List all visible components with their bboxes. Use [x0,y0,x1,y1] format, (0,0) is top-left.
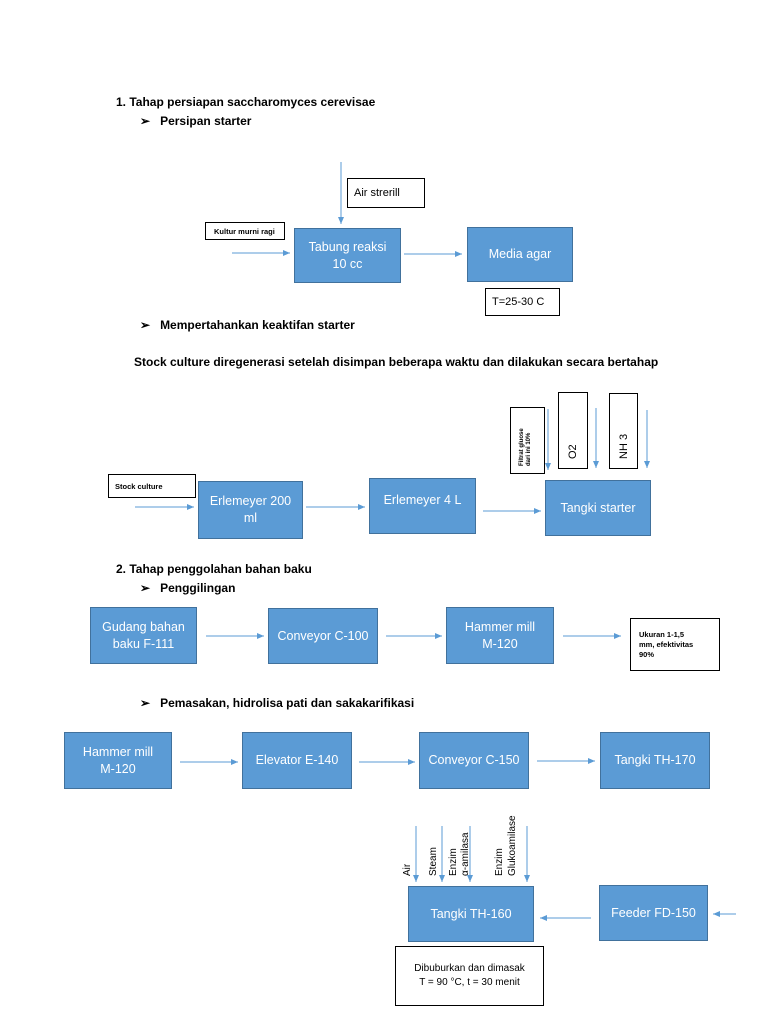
nh3-box: NH 3 [609,393,638,469]
air-steril-box: Air strerill [347,178,425,208]
bullet-mempertahankan: ➢ Mempertahankan keaktifan starter [140,318,355,332]
caption-box: Dibuburkan dan dimasak T = 90 °C, t = 30… [395,946,544,1006]
tangki-th160-box: Tangki TH-160 [408,886,534,942]
sub-mempertahankan: Mempertahankan keaktifan starter [160,318,355,332]
bullet-pemasakan: ➢ Pemasakan, hidrolisa pati dan sakakari… [140,696,415,710]
feeder-box: Feeder FD-150 [599,885,708,941]
conveyor-c150-box: Conveyor C-150 [419,732,529,789]
conveyor-c100-box: Conveyor C-100 [268,608,378,664]
hammer-mill-box-1: Hammer mill M-120 [446,607,554,664]
sub-pemasakan: Pemasakan, hidrolisa pati dan sakakarifi… [160,696,415,710]
o2-box: O2 [558,392,588,469]
stock-note: Stock culture diregenerasi setelah disim… [134,355,659,369]
tabung-reaksi-box: Tabung reaksi 10 cc [294,228,401,283]
erlenmeyer-200-box: Erlemeyer 200 ml [198,481,303,539]
stock-culture-box: Stock culture [108,474,196,498]
caption-line-2: T = 90 °C, t = 30 menit [419,977,520,988]
caption-text: Dibuburkan dan dimasak T = 90 °C, t = 30… [414,962,525,990]
kultur-box: Kultur murni ragi [205,222,285,240]
media-agar-box: Media agar [467,227,573,282]
erlenmeyer-4l-box: Erlemeyer 4 L [369,478,476,534]
ukuran-box: Ukuran 1-1,5 mm, efektivitas 90% [630,618,720,671]
sub-persiapan-starter: Persipan starter [160,114,252,128]
bullet-penggilingan: ➢ Penggilingan [140,581,236,595]
section1-heading: 1. Tahap persiapan saccharomyces cerevis… [116,95,376,109]
filtrat-box: Filtrat gluose dari ini 10% [510,407,545,474]
tangki-th170-box: Tangki TH-170 [600,732,710,789]
sub-penggilingan: Penggilingan [160,581,236,595]
elevator-box: Elevator E-140 [242,732,352,789]
tangki-starter-box: Tangki starter [545,480,651,536]
gudang-box: Gudang bahan baku F-111 [90,607,197,664]
section2-heading: 2. Tahap penggolahan bahan baku [116,562,312,576]
temp-box: T=25-30 C [485,288,560,316]
bullet-persiapan: ➢ Persipan starter [140,114,252,128]
caption-line-1: Dibuburkan dan dimasak [414,963,525,974]
hammer-mill-box-2: Hammer mill M-120 [64,732,172,789]
